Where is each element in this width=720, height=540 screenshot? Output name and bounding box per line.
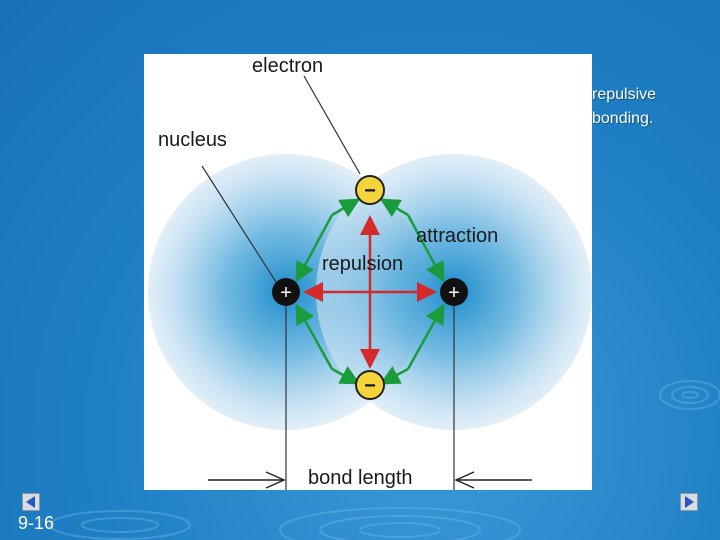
nucleus-left [272,278,300,306]
electron-top [355,175,385,205]
next-slide-button[interactable] [680,493,698,511]
triangle-left-icon [26,496,35,508]
slide-number: 9-16 [18,513,55,533]
bond-diagram-figure: + + − − electron nucleus attraction repu… [144,54,592,490]
electron-bottom [355,370,385,400]
nucleus-label: nucleus [158,129,227,151]
electron-top-sign: − [364,180,376,202]
nucleus-left-sign: + [280,282,292,304]
electron-bottom-sign: − [364,375,376,397]
triangle-right-icon [685,496,694,508]
bond-length-arrowhead-right [454,471,475,489]
attraction-arrow [331,366,361,385]
attraction-arrow [331,198,361,218]
attraction-arrow [406,303,445,370]
attraction-label: attraction [416,225,498,247]
bond-diagram: + + − − electron nucleus attraction repu… [148,55,592,490]
attraction-arrow [295,303,334,370]
attraction-arrow [406,214,445,283]
attraction-arrow [295,214,334,283]
bond-length-arrowhead-left [265,471,286,489]
slide-text-line-2: bonding. [592,110,654,127]
nucleus-right [440,278,468,306]
slide-text-line-1: repulsive [592,86,657,103]
nucleus-pointer-line [201,165,277,283]
previous-slide-button[interactable] [22,493,40,511]
repulsion-label: repulsion [322,253,403,275]
electron-label: electron [252,55,323,77]
bond-length-label: bond length [308,467,413,489]
attraction-arrow [379,198,409,218]
nucleus-right-sign: + [448,282,460,304]
attraction-arrow [379,366,409,385]
electron-pointer-line [303,75,361,175]
